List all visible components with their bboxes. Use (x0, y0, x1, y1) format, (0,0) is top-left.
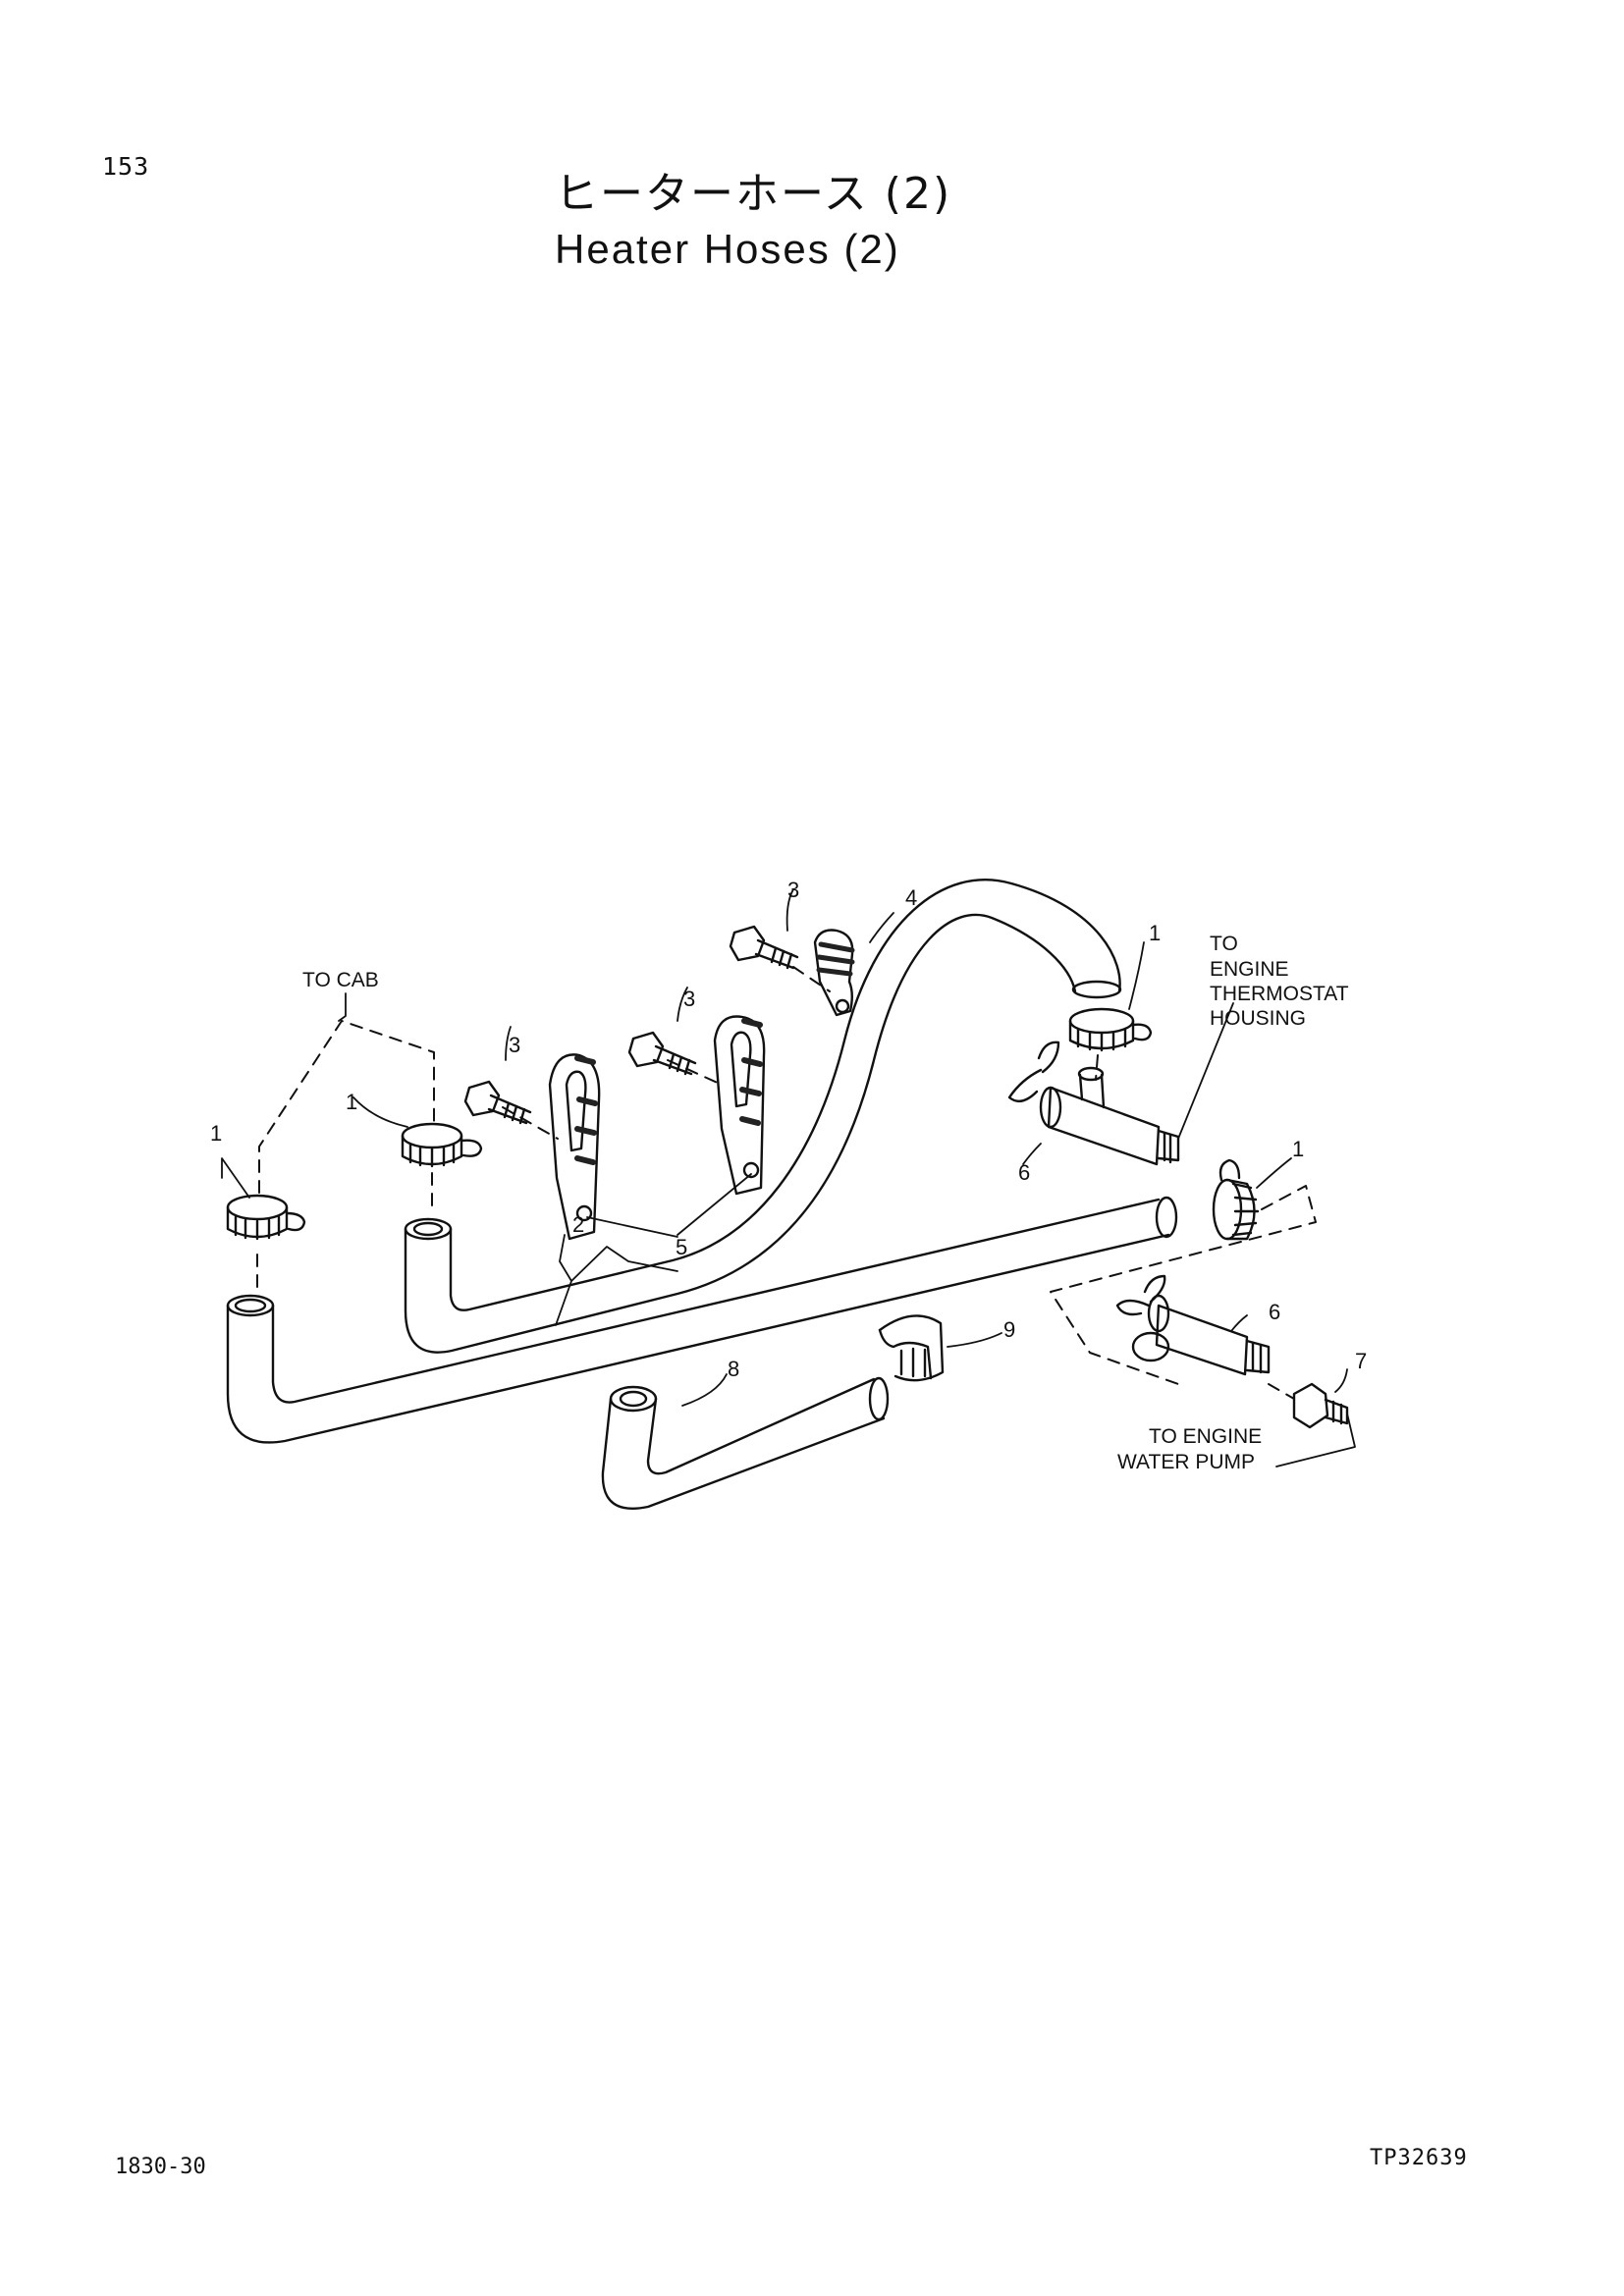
valve-6-lower (1115, 1274, 1271, 1376)
callout-3-top: 3 (787, 878, 799, 902)
callout-1-top: 1 (1149, 921, 1161, 945)
note-water-pump-line-1: TO ENGINE (1149, 1425, 1262, 1448)
hose-clamp-1-left (226, 1194, 306, 1241)
bracket-5-right (713, 1015, 766, 1196)
callout-3-mid: 3 (683, 987, 695, 1011)
hose-item-8 (601, 1376, 890, 1510)
callout-4: 4 (905, 885, 917, 910)
page-number: 153 (102, 152, 150, 181)
bracket-4 (813, 929, 855, 1017)
hose-clamp-1-right (1212, 1158, 1260, 1241)
document-code: 1830-30 (115, 2155, 206, 2179)
note-to-cab: TO CAB (302, 969, 379, 991)
callout-numbers: 1 1 1 1 2 3 3 3 4 5 6 6 7 8 9 (210, 878, 1367, 1381)
callout-1-left: 1 (210, 1121, 222, 1146)
callout-6-upper: 6 (1018, 1160, 1030, 1185)
hose-s-curve (404, 879, 1122, 1354)
bolt-3-left (463, 1080, 532, 1125)
callout-1-mid: 1 (346, 1090, 357, 1114)
diagram-notes: TO CAB TO ENGINE THERMOSTAT HOUSING TO E… (302, 933, 1349, 1473)
bolt-3-mid (627, 1031, 697, 1076)
callout-3-left: 3 (509, 1033, 520, 1057)
hose-main-long (226, 1196, 1178, 1444)
callout-2: 2 (572, 1212, 584, 1237)
leader-lines (221, 888, 1356, 1468)
note-water-pump-line-2: WATER PUMP (1117, 1451, 1255, 1473)
hose-clamp-1-mid (401, 1122, 483, 1168)
callout-7: 7 (1355, 1349, 1367, 1373)
callout-5: 5 (676, 1235, 687, 1259)
callout-6-lower: 6 (1269, 1300, 1280, 1324)
bracket-5-left (548, 1053, 601, 1241)
bolt-3-top (729, 925, 799, 970)
note-thermostat-line-2: ENGINE (1210, 958, 1289, 981)
title-english: Heater Hoses (2) (555, 225, 900, 272)
note-thermostat-line-3: THERMOSTAT (1210, 983, 1349, 1005)
callout-8: 8 (728, 1357, 739, 1381)
hose-clamp-1-top (1068, 1007, 1153, 1052)
note-thermostat-line-1: TO (1210, 933, 1238, 955)
figure-reference-code: TP32639 (1370, 2146, 1468, 2170)
fitting-7 (1292, 1382, 1349, 1429)
title-japanese: ヒーターホース (2) (555, 169, 952, 219)
page-title: ヒーターホース (2) Heater Hoses (2) (555, 169, 951, 274)
assembly-lines (256, 966, 1317, 1400)
note-thermostat-line-4: HOUSING (1210, 1007, 1306, 1030)
callout-1-right: 1 (1292, 1137, 1304, 1161)
callout-9: 9 (1003, 1317, 1015, 1342)
valve-6-upper (1007, 1041, 1180, 1166)
hose-clamp-9 (878, 1314, 945, 1382)
